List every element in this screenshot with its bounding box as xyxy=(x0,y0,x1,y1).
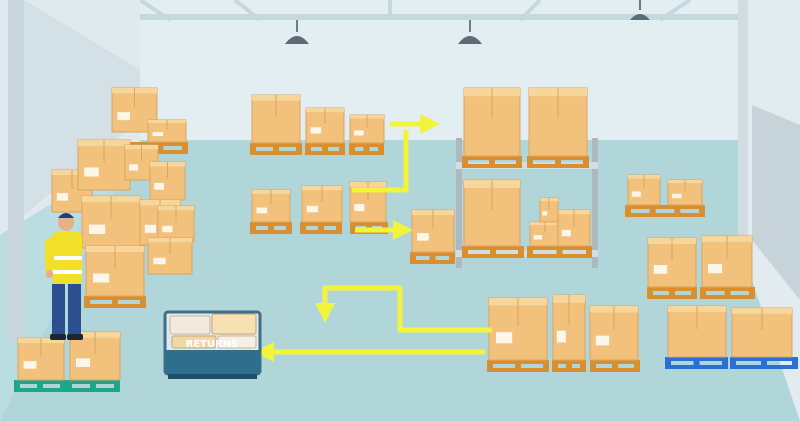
pallet xyxy=(250,143,302,155)
cardboard-box xyxy=(488,297,548,361)
pallet xyxy=(250,222,292,234)
flow-arrow xyxy=(352,130,409,193)
cardboard-box xyxy=(529,221,561,247)
cardboard-box xyxy=(149,161,186,201)
cardboard-box xyxy=(627,174,661,206)
pallet xyxy=(665,357,728,369)
ceiling-truss xyxy=(233,0,262,22)
cardboard-box xyxy=(81,195,141,249)
pallet xyxy=(527,156,589,168)
pallet xyxy=(84,296,146,308)
cardboard-box xyxy=(147,237,193,275)
left-pillar xyxy=(8,0,24,340)
ceiling-beam xyxy=(140,14,740,20)
cardboard-box xyxy=(557,209,591,247)
pallet xyxy=(349,143,384,155)
cardboard-box xyxy=(411,209,455,253)
ceiling-lamp xyxy=(630,0,650,20)
cardboard-box xyxy=(667,179,703,206)
pallet xyxy=(462,246,524,258)
returns-bin-label: RETURNS xyxy=(186,339,239,350)
cardboard-box xyxy=(463,87,521,157)
pallet xyxy=(14,380,66,392)
cardboard-box xyxy=(731,307,793,358)
pallet xyxy=(552,360,586,372)
left-wall-shade xyxy=(24,0,140,215)
cardboard-box xyxy=(85,245,145,297)
ceiling-lamp xyxy=(458,20,482,44)
cardboard-box xyxy=(17,337,65,381)
cardboard-box xyxy=(349,114,385,144)
flow-arrow xyxy=(315,285,492,333)
ceiling-truss xyxy=(518,0,542,22)
cardboard-box xyxy=(305,107,345,144)
cardboard-box xyxy=(667,305,727,358)
cardboard-box xyxy=(251,94,301,144)
pallet xyxy=(590,360,640,372)
pallet xyxy=(462,156,522,168)
pallet xyxy=(410,252,455,264)
cardboard-box xyxy=(552,294,586,361)
right-wall-panel xyxy=(752,105,800,300)
cardboard-box xyxy=(701,235,753,288)
cardboard-box xyxy=(147,119,187,143)
returns-bin: RETURNS xyxy=(163,310,262,379)
pallet xyxy=(305,143,345,155)
ceiling-truss xyxy=(138,0,172,22)
pallet xyxy=(647,287,697,299)
cardboard-box xyxy=(77,139,131,191)
ceiling-lamp xyxy=(285,20,309,44)
cardboard-box xyxy=(251,189,291,223)
pallet xyxy=(300,222,342,234)
warehouse-worker xyxy=(45,213,83,340)
cardboard-box xyxy=(539,197,559,223)
cardboard-box xyxy=(301,185,343,223)
pallet xyxy=(625,205,705,217)
cardboard-box xyxy=(589,305,639,361)
ceiling-truss xyxy=(658,0,692,22)
cardboard-box xyxy=(528,87,588,157)
pallet xyxy=(527,246,592,258)
cardboard-box xyxy=(463,179,521,247)
pallet xyxy=(66,380,120,392)
pallet xyxy=(700,287,755,299)
right-pillar xyxy=(738,0,748,270)
flow-arrows xyxy=(254,114,492,362)
pallet xyxy=(730,357,798,369)
cardboard-box xyxy=(647,237,697,288)
pallet xyxy=(487,360,549,372)
boxes-group xyxy=(17,87,793,381)
cardboard-box xyxy=(157,205,195,243)
